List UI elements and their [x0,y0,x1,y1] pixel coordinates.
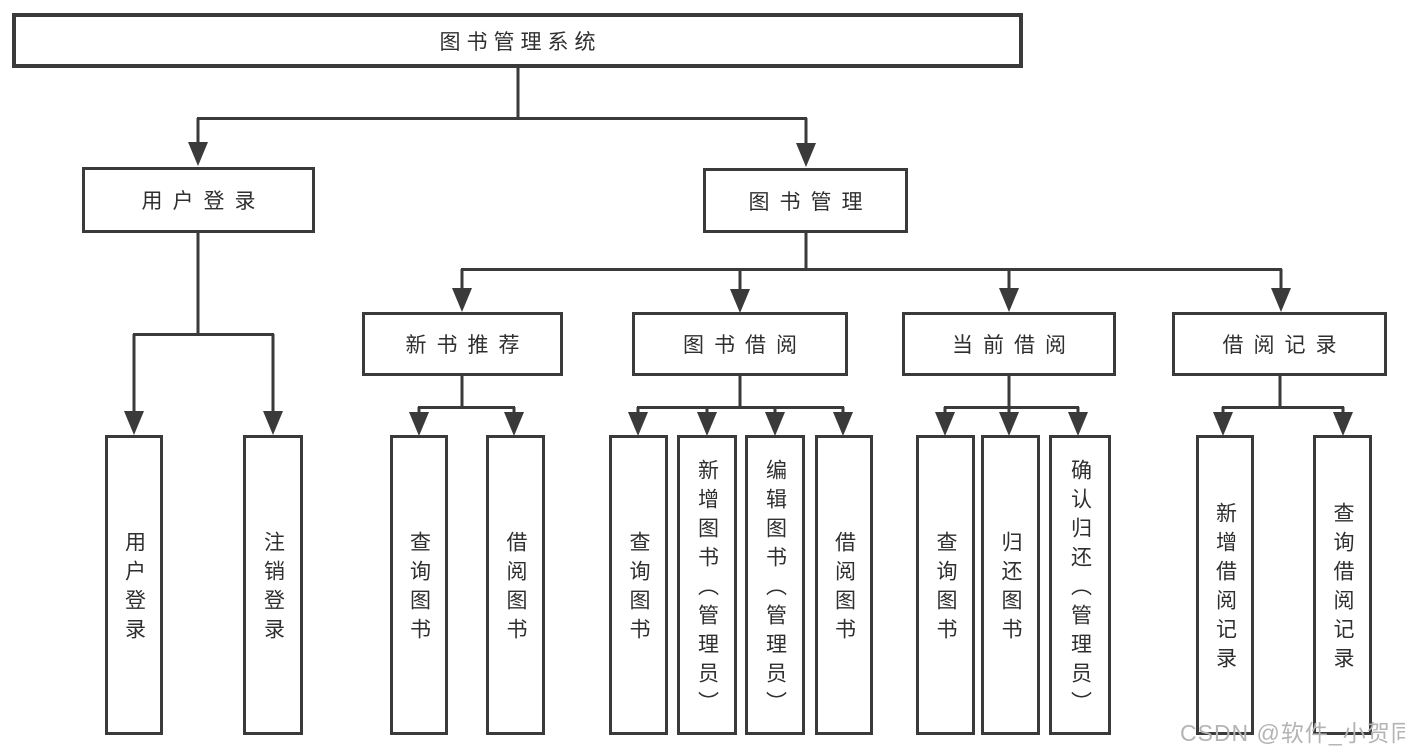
leaf-borrow-books-recommend: 借阅图书 [486,435,545,735]
leaf-borrow-books-borrow-label: 借阅图书 [832,531,856,647]
node-library-system: 图书管理系统 [12,13,1023,68]
leaf-query-books-recommend-label: 查询图书 [407,531,431,647]
leaf-query-books-borrow-label: 查询图书 [627,531,650,647]
leaf-edit-book-admin: 编辑图书（管理员） [745,435,805,735]
leaf-query-books-current: 查询图书 [916,435,975,735]
node-library-system-label: 图书管理系统 [439,30,602,54]
leaf-query-books-recommend: 查询图书 [390,435,448,735]
leaf-logout: 注销登录 [243,435,303,735]
leaf-add-book-admin: 新增图书（管理员） [677,435,737,735]
leaf-query-books-borrow: 查询图书 [609,435,668,735]
leaf-edit-book-admin-label: 编辑图书（管理员） [763,458,787,720]
leaf-query-borrow-record: 查询借阅记录 [1313,435,1372,735]
leaf-confirm-return-admin: 确认归还（管理员） [1049,435,1111,735]
node-book-borrow-label: 图书借阅 [683,334,807,357]
node-new-book-recommend-label: 新书推荐 [405,334,530,357]
csdn-watermark: CSDN @软件_小贺同学 [1180,720,1405,746]
node-book-management-label: 图书管理 [748,190,873,214]
leaf-logout-label: 注销登录 [261,531,285,647]
node-borrow-records: 借阅记录 [1172,312,1387,376]
leaf-confirm-return-admin-label: 确认归还（管理员） [1068,458,1092,720]
leaf-add-borrow-record-label: 新增借阅记录 [1213,502,1237,676]
leaf-user-login: 用户登录 [105,435,163,735]
node-current-borrow-label: 当前借阅 [952,334,1076,357]
leaf-add-book-admin-label: 新增图书（管理员） [695,458,719,720]
leaf-user-login-label: 用户登录 [122,531,146,647]
leaf-borrow-books-recommend-label: 借阅图书 [504,531,527,647]
leaf-add-borrow-record: 新增借阅记录 [1196,435,1254,735]
node-new-book-recommend: 新书推荐 [362,312,563,376]
node-current-borrow: 当前借阅 [902,312,1116,376]
node-book-borrow: 图书借阅 [632,312,848,376]
leaf-query-borrow-record-label: 查询借阅记录 [1331,502,1354,676]
leaf-return-book-label: 归还图书 [999,531,1022,647]
node-user-login: 用户登录 [82,167,315,233]
node-book-management: 图书管理 [703,168,908,233]
node-borrow-records-label: 借阅记录 [1222,334,1347,357]
node-user-login-label: 用户登录 [141,190,266,213]
leaf-borrow-books-borrow: 借阅图书 [815,435,873,735]
leaf-query-books-current-label: 查询图书 [934,531,957,647]
leaf-return-book: 归还图书 [981,435,1040,735]
